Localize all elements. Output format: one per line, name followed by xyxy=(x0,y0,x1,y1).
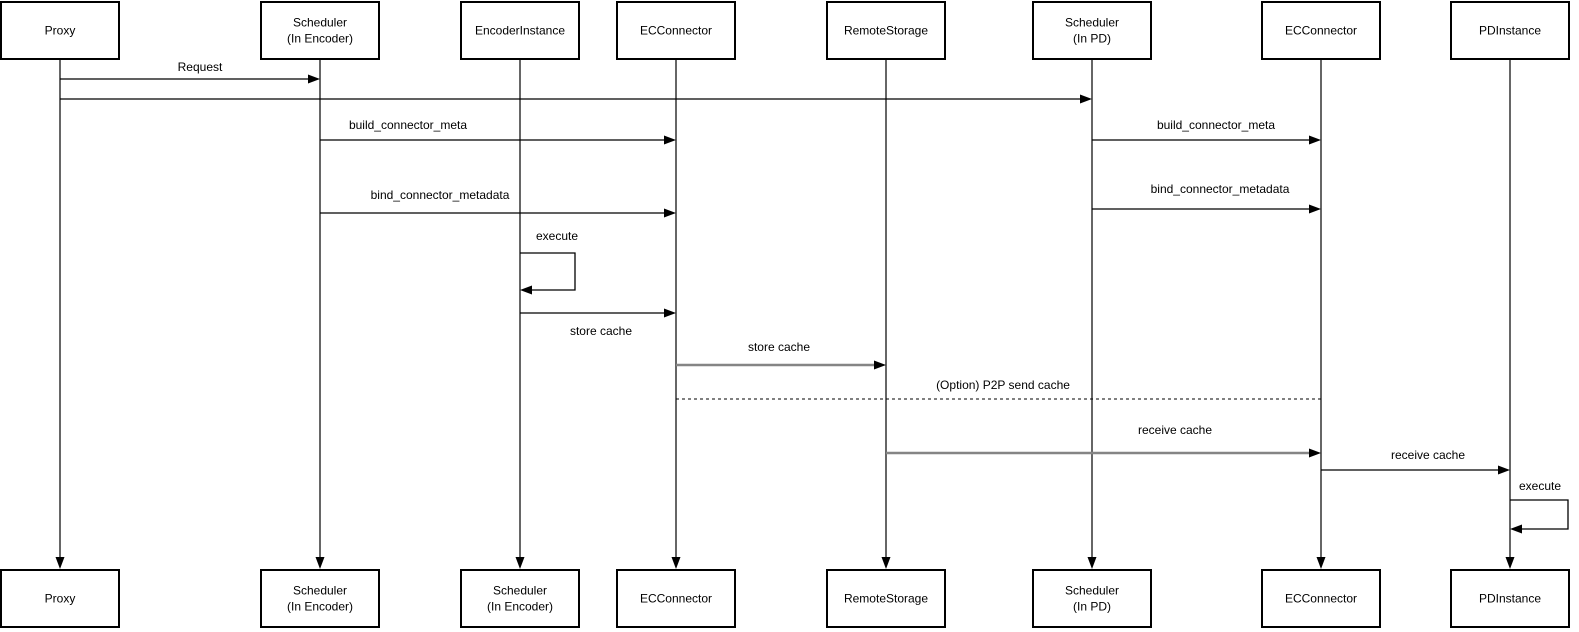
participant-bottom-box-scheduler-pd xyxy=(1032,569,1152,628)
participant-top-box-scheduler-pd xyxy=(1032,1,1152,60)
self-loop-label-execute-pd: execute xyxy=(1519,479,1561,493)
message-p2p-send-cache: (Option) P2P send cache xyxy=(676,378,1321,400)
arrowhead-icon xyxy=(1510,524,1522,534)
participant-bottom-box-proxy xyxy=(0,569,120,628)
participant-top-box-scheduler-encoder xyxy=(260,1,380,60)
message-build-meta-right: build_connector_meta xyxy=(1092,118,1321,145)
self-loop-execute-encoder: execute xyxy=(520,229,578,295)
arrowhead-icon xyxy=(1309,135,1321,145)
message-bind-metadata-right: bind_connector_metadata xyxy=(1092,182,1321,214)
arrowhead-icon xyxy=(664,135,676,145)
self-loop-path-execute-pd xyxy=(1510,499,1569,530)
message-label-request: Request xyxy=(178,60,223,74)
arrowhead-icon xyxy=(664,208,676,218)
message-proxy-to-pd xyxy=(60,94,1092,104)
participant-bottom-label-proxy: Proxy xyxy=(45,592,76,606)
lifeline-end-arrow-icon xyxy=(1316,557,1326,569)
participant-bottom-label-remote-storage: RemoteStorage xyxy=(844,592,928,606)
participant-bottom-box-scheduler-encoder xyxy=(260,569,380,628)
participant-top-box-remote-storage xyxy=(826,1,946,60)
message-label-build-meta-right: build_connector_meta xyxy=(1157,118,1275,132)
lifeline-end-arrow-icon xyxy=(1505,557,1515,569)
arrowhead-icon xyxy=(1080,94,1092,104)
participant-bottom-label-pd-instance: PDInstance xyxy=(1479,592,1541,606)
participant-top-label-encoder-instance: EncoderInstance xyxy=(475,24,565,38)
self-loop-execute-pd: execute xyxy=(1510,479,1569,534)
participant-top-label-remote-storage: RemoteStorage xyxy=(844,24,928,38)
participant-bottom-box-pd-instance xyxy=(1450,569,1570,628)
participant-top-label-scheduler-encoder: Scheduler(In Encoder) xyxy=(287,16,353,46)
message-receive-cache-1: receive cache xyxy=(886,423,1321,458)
message-store-cache-1: store cache xyxy=(520,308,676,338)
lifeline-end-arrow-icon xyxy=(881,557,891,569)
participant-scheduler-encoder: Scheduler(In Encoder) Scheduler(In Encode… xyxy=(260,1,380,628)
message-label-p2p-send-cache: (Option) P2P send cache xyxy=(936,378,1070,392)
message-label-receive-cache-1: receive cache xyxy=(1138,423,1212,437)
participant-top-label-pd-instance: PDInstance xyxy=(1479,24,1541,38)
arrowhead-icon xyxy=(308,74,320,84)
participant-bottom-label-scheduler-encoder: Scheduler(In Encoder) xyxy=(287,584,353,614)
message-label-bind-metadata-left: bind_connector_metadata xyxy=(371,188,510,202)
arrowhead-icon xyxy=(664,308,676,318)
participant-top-label-proxy: Proxy xyxy=(45,24,76,38)
arrowhead-icon xyxy=(1498,465,1510,475)
participant-top-label-ec-connector-2: ECConnector xyxy=(1285,24,1357,38)
self-loop-path-execute-encoder xyxy=(520,252,576,291)
participant-bottom-box-encoder-instance xyxy=(460,569,580,628)
participant-top-label-scheduler-pd: Scheduler(In PD) xyxy=(1065,16,1119,46)
participant-top-box-ec-connector-1 xyxy=(616,1,736,60)
message-label-build-meta-left: build_connector_meta xyxy=(349,118,467,132)
lifeline-end-arrow-icon xyxy=(315,557,325,569)
participant-top-box-proxy xyxy=(0,1,120,60)
participant-top-box-encoder-instance xyxy=(460,1,580,60)
message-receive-cache-2: receive cache xyxy=(1321,448,1510,475)
arrowhead-icon xyxy=(520,285,532,295)
message-label-store-cache-1: store cache xyxy=(570,324,632,338)
participant-bottom-box-remote-storage xyxy=(826,569,946,628)
participant-bottom-label-ec-connector-1: ECConnector xyxy=(640,592,712,606)
lifeline-end-arrow-icon xyxy=(1087,557,1097,569)
arrowhead-icon xyxy=(1309,204,1321,214)
message-label-receive-cache-2: receive cache xyxy=(1391,448,1465,462)
participant-bottom-label-scheduler-pd: Scheduler(In PD) xyxy=(1065,584,1119,614)
message-request: Request xyxy=(60,60,320,84)
participant-scheduler-pd: Scheduler(In PD) Scheduler(In PD) xyxy=(1032,1,1152,628)
lifeline-end-arrow-icon xyxy=(515,557,525,569)
participant-bottom-box-ec-connector-1 xyxy=(616,569,736,628)
participant-bottom-label-ec-connector-2: ECConnector xyxy=(1285,592,1357,606)
arrowhead-icon xyxy=(1309,448,1321,458)
participant-bottom-box-ec-connector-2 xyxy=(1261,569,1381,628)
lifeline-end-arrow-icon xyxy=(55,557,65,569)
message-bind-metadata-left: bind_connector_metadata xyxy=(320,188,676,218)
participant-top-box-pd-instance xyxy=(1450,1,1570,60)
participant-top-box-ec-connector-2 xyxy=(1261,1,1381,60)
participant-top-label-ec-connector-1: ECConnector xyxy=(640,24,712,38)
participant-bottom-label-encoder-instance: Scheduler(In Encoder) xyxy=(487,584,553,614)
arrowhead-icon xyxy=(874,360,886,370)
self-loop-label-execute-encoder: execute xyxy=(536,229,578,243)
message-label-store-cache-2: store cache xyxy=(748,340,810,354)
message-build-meta-left: build_connector_meta xyxy=(320,118,676,145)
lifeline-end-arrow-icon xyxy=(671,557,681,569)
message-store-cache-2: store cache xyxy=(676,340,886,370)
message-label-bind-metadata-right: bind_connector_metadata xyxy=(1151,182,1290,196)
